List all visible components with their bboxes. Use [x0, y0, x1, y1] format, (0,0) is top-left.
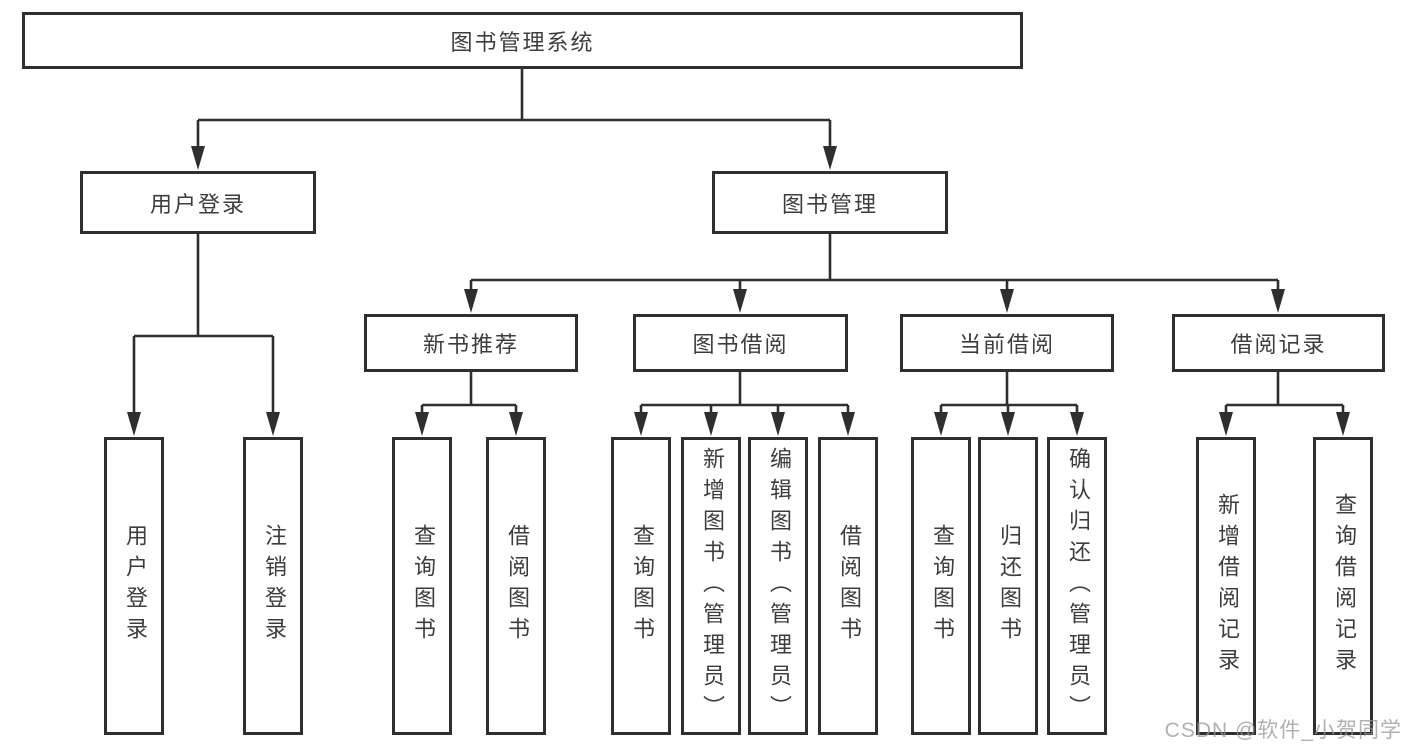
node-user-login: 用户登录 [80, 171, 316, 234]
leaf-add-books-admin: 新增图书（管理员） [681, 437, 741, 735]
node-current-borrowing: 当前借阅 [900, 314, 1114, 372]
csdn-watermark: CSDN @软件_小贺同学 [1164, 719, 1402, 742]
leaf-borrow-books-recommend: 借阅图书 [486, 437, 546, 735]
leaf-query-books-current: 查询图书 [911, 437, 971, 735]
node-book-management: 图书管理 [712, 171, 948, 234]
leaf-edit-books-admin: 编辑图书（管理员） [748, 437, 808, 735]
leaf-confirm-return-admin: 确认归还（管理员） [1047, 437, 1107, 735]
leaf-logout-login: 注销登录 [243, 437, 303, 735]
node-new-book-recommend: 新书推荐 [364, 314, 578, 372]
leaf-query-books-borrowing: 查询图书 [611, 437, 671, 735]
leaf-borrow-books-borrowing: 借阅图书 [818, 437, 878, 735]
leaf-add-borrow-record: 新增借阅记录 [1196, 437, 1256, 735]
leaf-return-books: 归还图书 [978, 437, 1038, 735]
node-library-system: 图书管理系统 [22, 12, 1023, 69]
node-book-borrowing: 图书借阅 [633, 314, 848, 372]
node-borrowing-records: 借阅记录 [1172, 314, 1385, 372]
leaf-query-borrow-record: 查询借阅记录 [1313, 437, 1373, 735]
leaf-query-books-recommend: 查询图书 [392, 437, 452, 735]
leaf-user-login: 用户登录 [104, 437, 164, 735]
